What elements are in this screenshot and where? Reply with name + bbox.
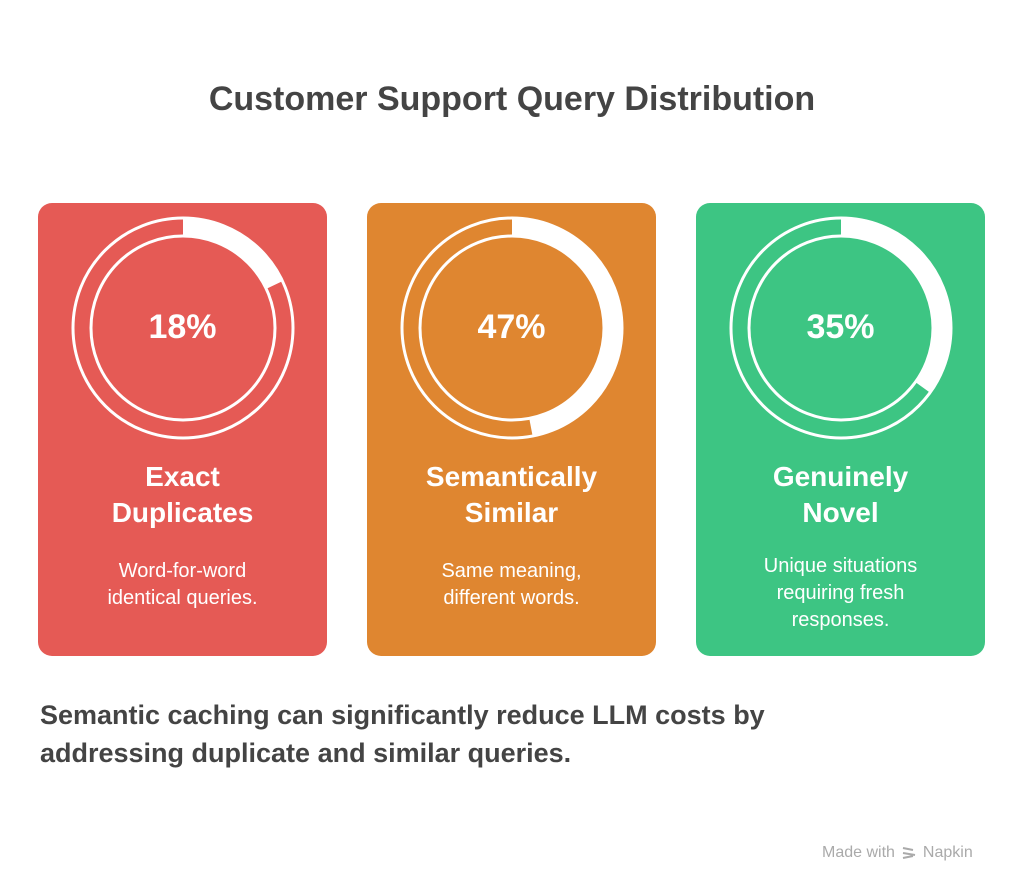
page-title: Customer Support Query Distribution — [208, 80, 816, 118]
description-line: Same meaning, — [441, 560, 582, 582]
progress-arc — [841, 218, 951, 393]
card-title-line: Similar — [464, 497, 559, 528]
card-title-line: Exact — [145, 461, 220, 492]
card-title-line: Novel — [802, 497, 879, 528]
description-line: identical queries. — [107, 587, 258, 609]
summary-line: addressing duplicate and similar queries… — [40, 738, 572, 768]
summary-text: Semantic caching can significantly reduc… — [40, 696, 765, 772]
card-title-line: Duplicates — [111, 497, 254, 528]
percent-value: 47% — [477, 308, 546, 346]
description-line: responses. — [791, 609, 890, 631]
napkin-brand-text: Napkin — [922, 844, 973, 861]
card-description: Unique situations requiring fresh response… — [696, 553, 985, 634]
napkin-watermark: Made with Napkin — [822, 844, 973, 862]
card-title-line: Semantically — [425, 461, 598, 492]
progress-arc — [512, 218, 622, 437]
progress-ring — [400, 216, 624, 440]
progress-arc — [183, 218, 283, 289]
progress-ring — [71, 216, 295, 440]
card-description: Word-for-word identical queries. — [38, 558, 327, 612]
description-line: Word-for-word — [118, 560, 247, 582]
progress-ring — [729, 216, 953, 440]
card-title-line: Genuinely — [772, 461, 909, 492]
summary-line: Semantic caching can significantly reduc… — [40, 700, 765, 730]
napkin-logo-icon — [902, 847, 916, 859]
description-line: Unique situations — [763, 555, 918, 577]
description-line: different words. — [443, 587, 580, 609]
description-line: requiring fresh — [776, 582, 905, 604]
card-description: Same meaning, different words. — [367, 558, 656, 612]
percent-value: 35% — [806, 308, 875, 346]
percent-value: 18% — [148, 308, 217, 346]
made-with-text: Made with — [822, 844, 895, 861]
